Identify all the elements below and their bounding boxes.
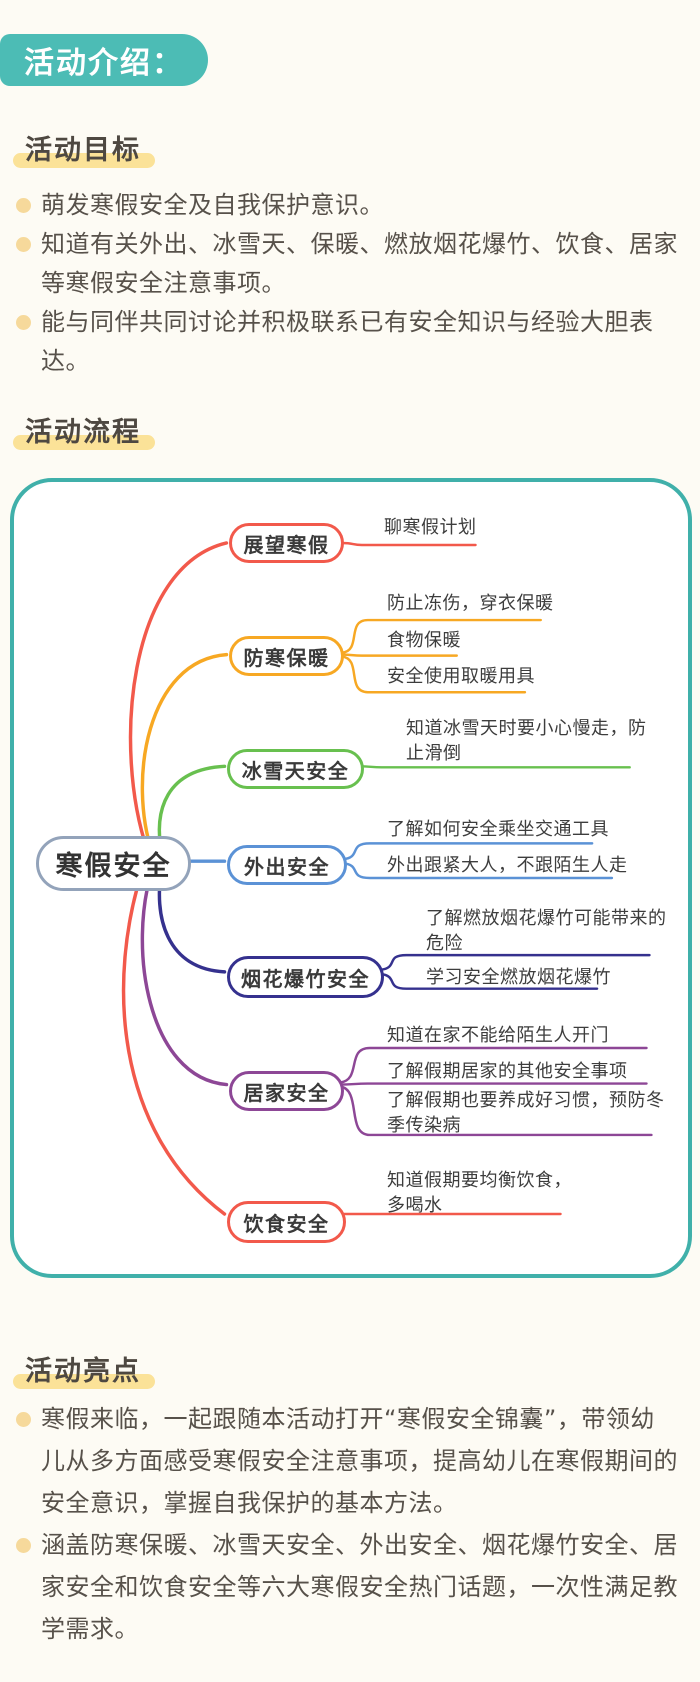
bullet-dot-icon bbox=[16, 1412, 31, 1427]
mindmap-leaf-home-1: 了解假期居家的其他安全事项 bbox=[387, 1061, 628, 1082]
mindmap-leaf-home-0: 知道在家不能给陌生人开门 bbox=[387, 1025, 609, 1046]
intro-badge: 活动介绍： bbox=[0, 34, 208, 86]
mindmap-leaf-fireworks-1: 学习安全燃放烟花爆竹 bbox=[426, 967, 611, 988]
mindmap-branch-fireworks: 烟花爆竹安全 bbox=[227, 956, 384, 998]
goals-item: 能与同伴共同讨论并积极联系已有安全知识与经验大胆表达。 bbox=[8, 303, 696, 381]
goals-item: 知道有关外出、冰雪天、保暖、燃放烟花爆竹、饮食、居家 等寒假安全注意事项。 bbox=[8, 225, 696, 303]
goals-item-text: 能与同伴共同讨论并积极联系已有安全知识与经验大胆表达。 bbox=[41, 308, 654, 375]
bullet-dot-icon bbox=[16, 237, 31, 252]
bullet-dot-icon bbox=[16, 198, 31, 213]
mindmap-branch-snow-days: 冰雪天安全 bbox=[227, 749, 364, 789]
highlights-item-text: 寒假来临，一起跟随本活动打开“寒假安全锦囊”，带领幼 儿从多方面感受寒假安全注意… bbox=[41, 1405, 678, 1517]
highlights-heading-highlight bbox=[13, 1374, 155, 1389]
mindmap-curve-diet bbox=[121, 868, 227, 1216]
goals-item: 萌发寒假安全及自我保护意识。 bbox=[8, 186, 696, 225]
mindmap-leaf-line-going-out-0 bbox=[341, 842, 594, 861]
mindmap-branch-going-out: 外出安全 bbox=[227, 845, 347, 885]
highlights-item: 涵盖防寒保暖、冰雪天安全、外出安全、烟花爆竹安全、居 家安全和饮食安全等六大寒假… bbox=[8, 1524, 696, 1650]
bullet-dot-icon bbox=[16, 315, 31, 330]
intro-badge-label: 活动介绍： bbox=[24, 46, 184, 81]
highlights-heading: 活动亮点 bbox=[13, 1349, 155, 1389]
mindmap-curve-keep-warm bbox=[140, 652, 229, 856]
mindmap-leaf-going-out-1: 外出跟紧大人，不跟陌生人走 bbox=[387, 855, 628, 876]
mindmap-leaf-going-out-0: 了解如何安全乘坐交通工具 bbox=[387, 819, 609, 840]
highlights-item-text: 涵盖防寒保暖、冰雪天安全、外出安全、烟花爆竹安全、居 家安全和饮食安全等六大寒假… bbox=[41, 1531, 678, 1643]
goals-item-text: 知道有关外出、冰雪天、保暖、燃放烟花爆竹、饮食、居家 等寒假安全注意事项。 bbox=[41, 230, 678, 297]
mindmap-leaf-line-snow-days-0 bbox=[358, 765, 631, 769]
mindmap-leaf-keep-warm-2: 安全使用取暖用具 bbox=[387, 666, 535, 687]
mindmap-root-node: 寒假安全 bbox=[36, 836, 191, 891]
goals-item-text: 萌发寒假安全及自我保护意识。 bbox=[41, 191, 384, 219]
goals-heading-label: 活动目标 bbox=[25, 135, 141, 166]
highlights-heading-label: 活动亮点 bbox=[25, 1356, 141, 1387]
mindmap-leaf-line-fireworks-0 bbox=[378, 953, 651, 972]
flow-heading-label: 活动流程 bbox=[25, 417, 141, 448]
mindmap-leaf-keep-warm-0: 防止冻伤，穿衣保暖 bbox=[387, 593, 554, 614]
mindmap-leaf-diet-0: 知道假期要均衡饮食， 多喝水 bbox=[387, 1170, 572, 1216]
mindmap-curve-home bbox=[140, 867, 229, 1087]
mindmap-leaf-line-outlook-0 bbox=[340, 541, 477, 547]
mindmap: 聊寒假计划 展望寒假防止冻伤，穿衣保暖食物保暖安全使用取暖用具 防寒保暖知道冰雪天时… bbox=[10, 478, 692, 1278]
flow-heading: 活动流程 bbox=[13, 410, 155, 450]
bullet-dot-icon bbox=[16, 1538, 31, 1553]
mindmap-branch-keep-warm: 防寒保暖 bbox=[229, 636, 344, 676]
mindmap-curve-outlook bbox=[128, 541, 229, 853]
flow-heading-highlight bbox=[13, 435, 155, 450]
mindmap-leaf-fireworks-0: 了解燃放烟花爆竹可能带来的 危险 bbox=[426, 908, 667, 954]
mindmap-leaf-home-2: 了解假期也要养成好习惯，预防冬 季传染病 bbox=[387, 1090, 665, 1136]
mindmap-branch-diet: 饮食安全 bbox=[227, 1201, 346, 1243]
mindmap-connectors bbox=[121, 541, 653, 1216]
mindmap-leaf-line-keep-warm-1 bbox=[340, 653, 458, 657]
mindmap-leaf-snow-days-0: 知道冰雪天时要小心慢走，防 止滑倒 bbox=[406, 718, 647, 764]
goals-heading: 活动目标 bbox=[13, 128, 155, 168]
mindmap-leaf-outlook-0: 聊寒假计划 bbox=[384, 517, 477, 538]
goals-list: 萌发寒假安全及自我保护意识。知道有关外出、冰雪天、保暖、燃放烟花爆竹、饮食、居家… bbox=[8, 186, 696, 381]
mindmap-leaf-line-home-1 bbox=[338, 1082, 648, 1086]
highlights-item: 寒假来临，一起跟随本活动打开“寒假安全锦囊”，带领幼 儿从多方面感受寒假安全注意… bbox=[8, 1398, 696, 1524]
mindmap-leaf-keep-warm-1: 食物保暖 bbox=[387, 630, 461, 651]
mindmap-branch-home: 居家安全 bbox=[229, 1071, 344, 1111]
mindmap-leaf-line-fireworks-1 bbox=[378, 972, 599, 990]
mindmap-leaf-line-going-out-1 bbox=[341, 861, 614, 880]
mindmap-leaf-line-home-2 bbox=[338, 1085, 653, 1137]
mindmap-leaf-line-keep-warm-2 bbox=[340, 655, 527, 694]
mindmap-branch-outlook: 展望寒假 bbox=[229, 523, 344, 563]
mindmap-leaf-line-keep-warm-0 bbox=[340, 618, 542, 654]
highlights-list: 寒假来临，一起跟随本活动打开“寒假安全锦囊”，带领幼 儿从多方面感受寒假安全注意… bbox=[8, 1398, 696, 1650]
goals-heading-highlight bbox=[13, 153, 155, 168]
mindmap-leaf-line-home-0 bbox=[338, 1046, 648, 1084]
